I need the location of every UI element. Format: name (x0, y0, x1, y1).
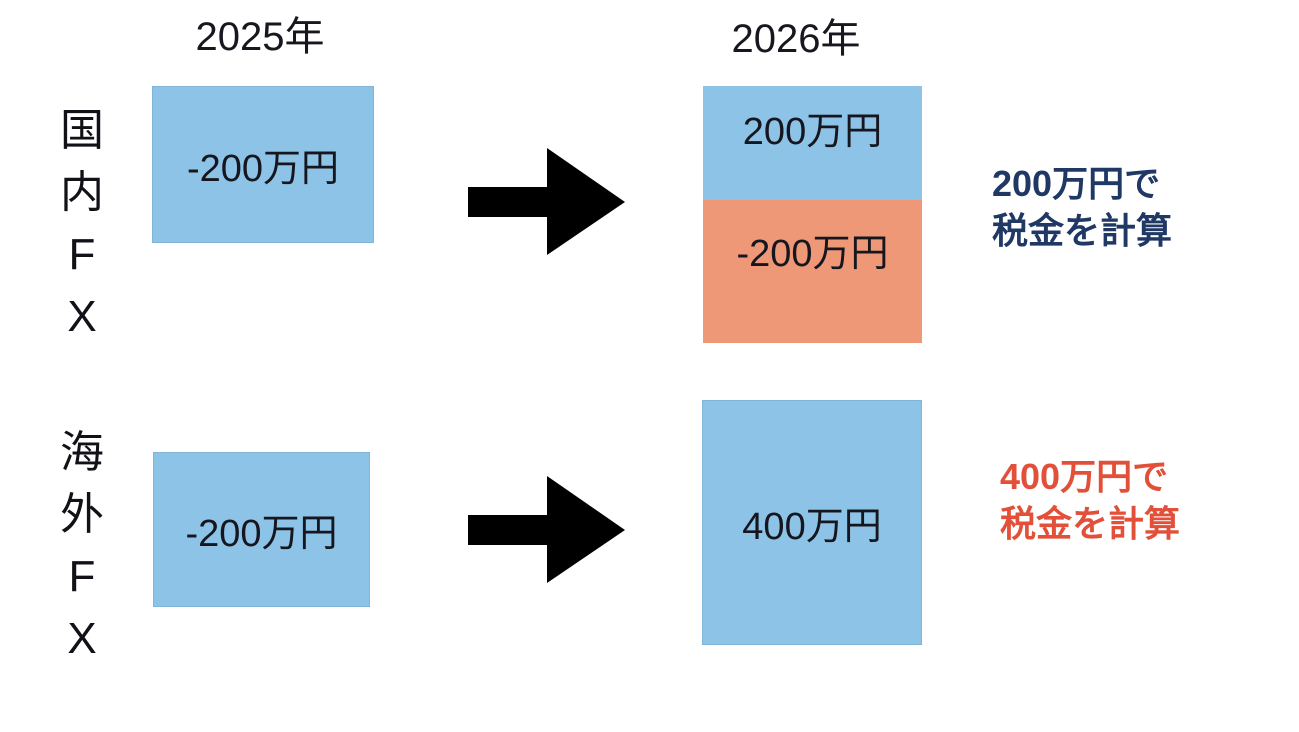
domestic-2026-loss-segment: -200万円 (703, 200, 922, 343)
domestic-2026-loss-value: -200万円 (736, 233, 889, 275)
overseas-2025-loss-box: -200万円 (153, 452, 370, 607)
column-header-2025: 2025年 (195, 15, 325, 59)
domestic-tax-note-line1: 200万円で (992, 163, 1161, 204)
overseas-tax-note-line1: 400万円で (1000, 456, 1169, 497)
domestic-2026-profit-segment: 200万円 (703, 86, 922, 200)
overseas-2026-profit-box: 400万円 (702, 400, 922, 645)
arrow-right-icon (468, 476, 625, 583)
arrow-right-icon (468, 148, 625, 255)
domestic-2026-stacked-box: 200万円 -200万円 (703, 86, 922, 343)
domestic-2025-loss-value: -200万円 (186, 148, 340, 190)
column-header-2026: 2026年 (731, 17, 861, 61)
domestic-tax-note: 200万円で 税金を計算 (992, 160, 1172, 254)
overseas-tax-note-line2: 税金を計算 (1000, 503, 1181, 544)
domestic-2026-profit-value: 200万円 (742, 111, 883, 153)
overseas-2026-profit-value: 400万円 (742, 506, 882, 548)
overseas-tax-note: 400万円で 税金を計算 (1000, 453, 1180, 547)
domestic-tax-note-line2: 税金を計算 (992, 210, 1173, 251)
domestic-2025-loss-box: -200万円 (152, 86, 374, 243)
overseas-2025-loss-value: -200万円 (185, 513, 338, 555)
